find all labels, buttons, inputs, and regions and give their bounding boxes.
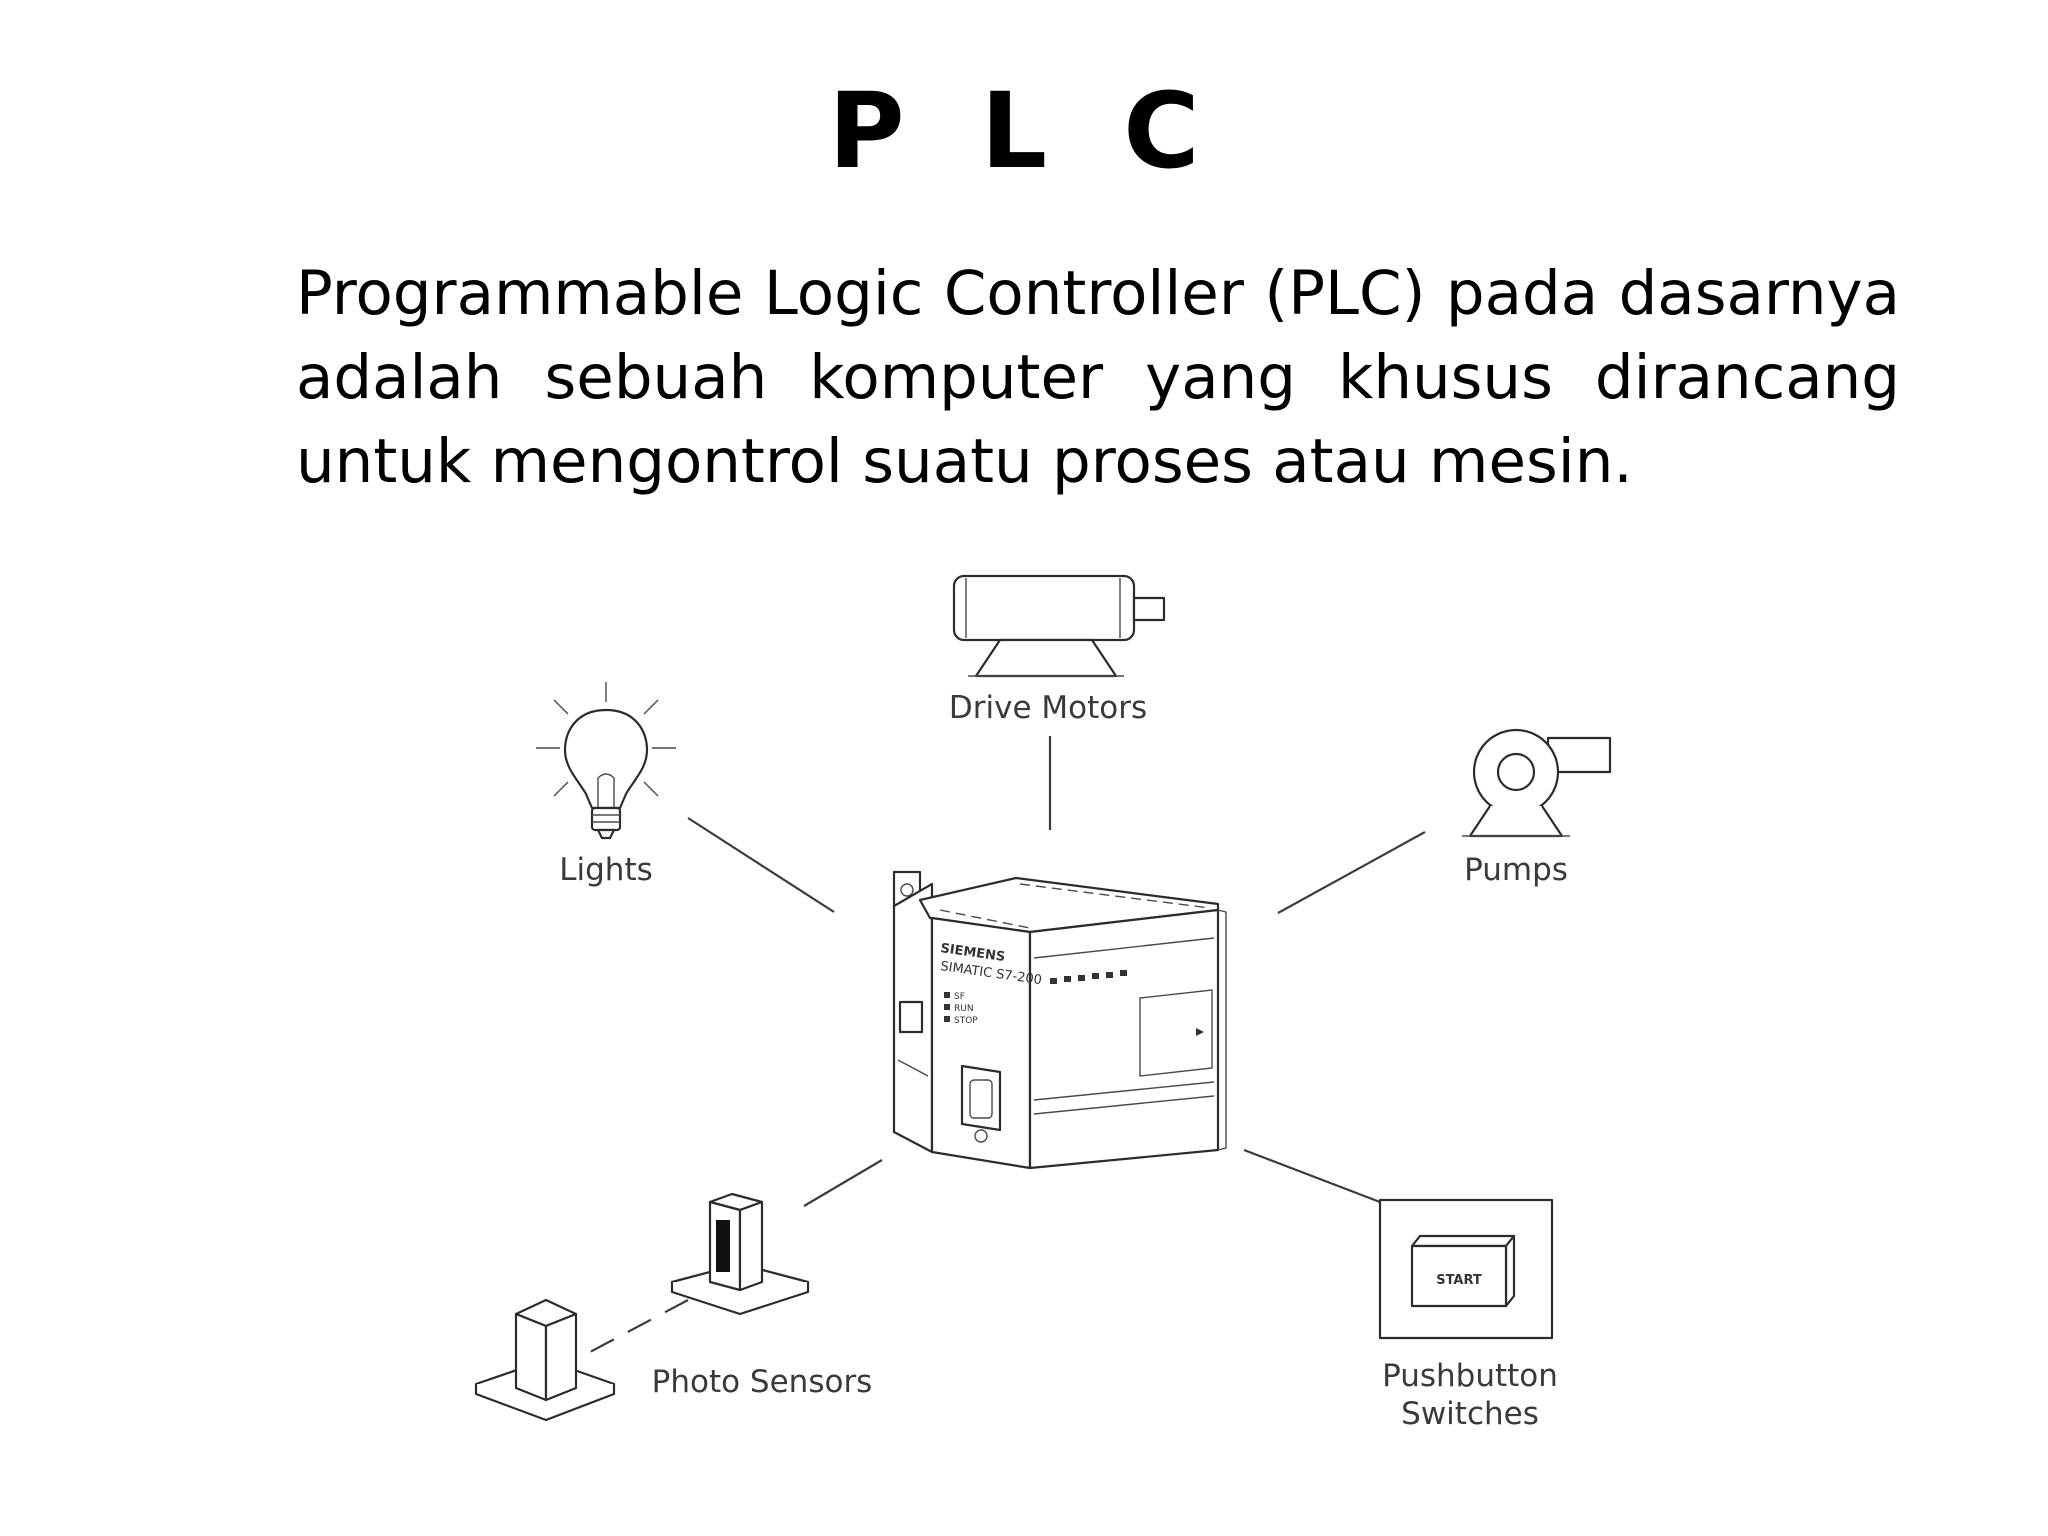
- slide-description: Programmable Logic Controller (PLC) pada…: [296, 258, 1900, 497]
- drive-motor-icon: [952, 574, 1166, 678]
- led-label-2: RUN: [954, 1004, 974, 1014]
- photo-sensor-receiver-icon: [474, 1298, 616, 1422]
- led-label-3: STOP: [954, 1016, 978, 1026]
- line-pumps: [1277, 831, 1426, 914]
- label-pumps: Pumps: [1464, 852, 1568, 888]
- led-label-1: SF: [954, 992, 965, 1002]
- line-pushbutton: [1243, 1148, 1381, 1204]
- plc-unit: SIEMENS SIMATIC S7-200 SF RUN STOP: [892, 870, 1227, 1170]
- photo-sensor-emitter-icon: [670, 1192, 810, 1316]
- pump-icon: [1462, 728, 1612, 838]
- label-drive-motors: Drive Motors: [949, 690, 1147, 726]
- light-bulb-icon: [536, 682, 676, 840]
- label-lights: Lights: [559, 852, 653, 888]
- line-lights: [687, 817, 835, 913]
- label-pushbutton-line2: Switches: [1401, 1396, 1539, 1432]
- plc-port: [960, 1064, 1002, 1132]
- slide-title: P L C: [828, 70, 1220, 192]
- label-pushbutton-line1: Pushbutton: [1382, 1358, 1558, 1394]
- line-photo-sensors: [803, 1159, 883, 1207]
- connection-lines: [589, 736, 1426, 1353]
- start-button-label: START: [1436, 1273, 1482, 1288]
- pushbutton-switch-icon: START: [1378, 1198, 1554, 1340]
- label-photo-sensors: Photo Sensors: [652, 1364, 873, 1400]
- line-sensor-beam: [589, 1299, 689, 1353]
